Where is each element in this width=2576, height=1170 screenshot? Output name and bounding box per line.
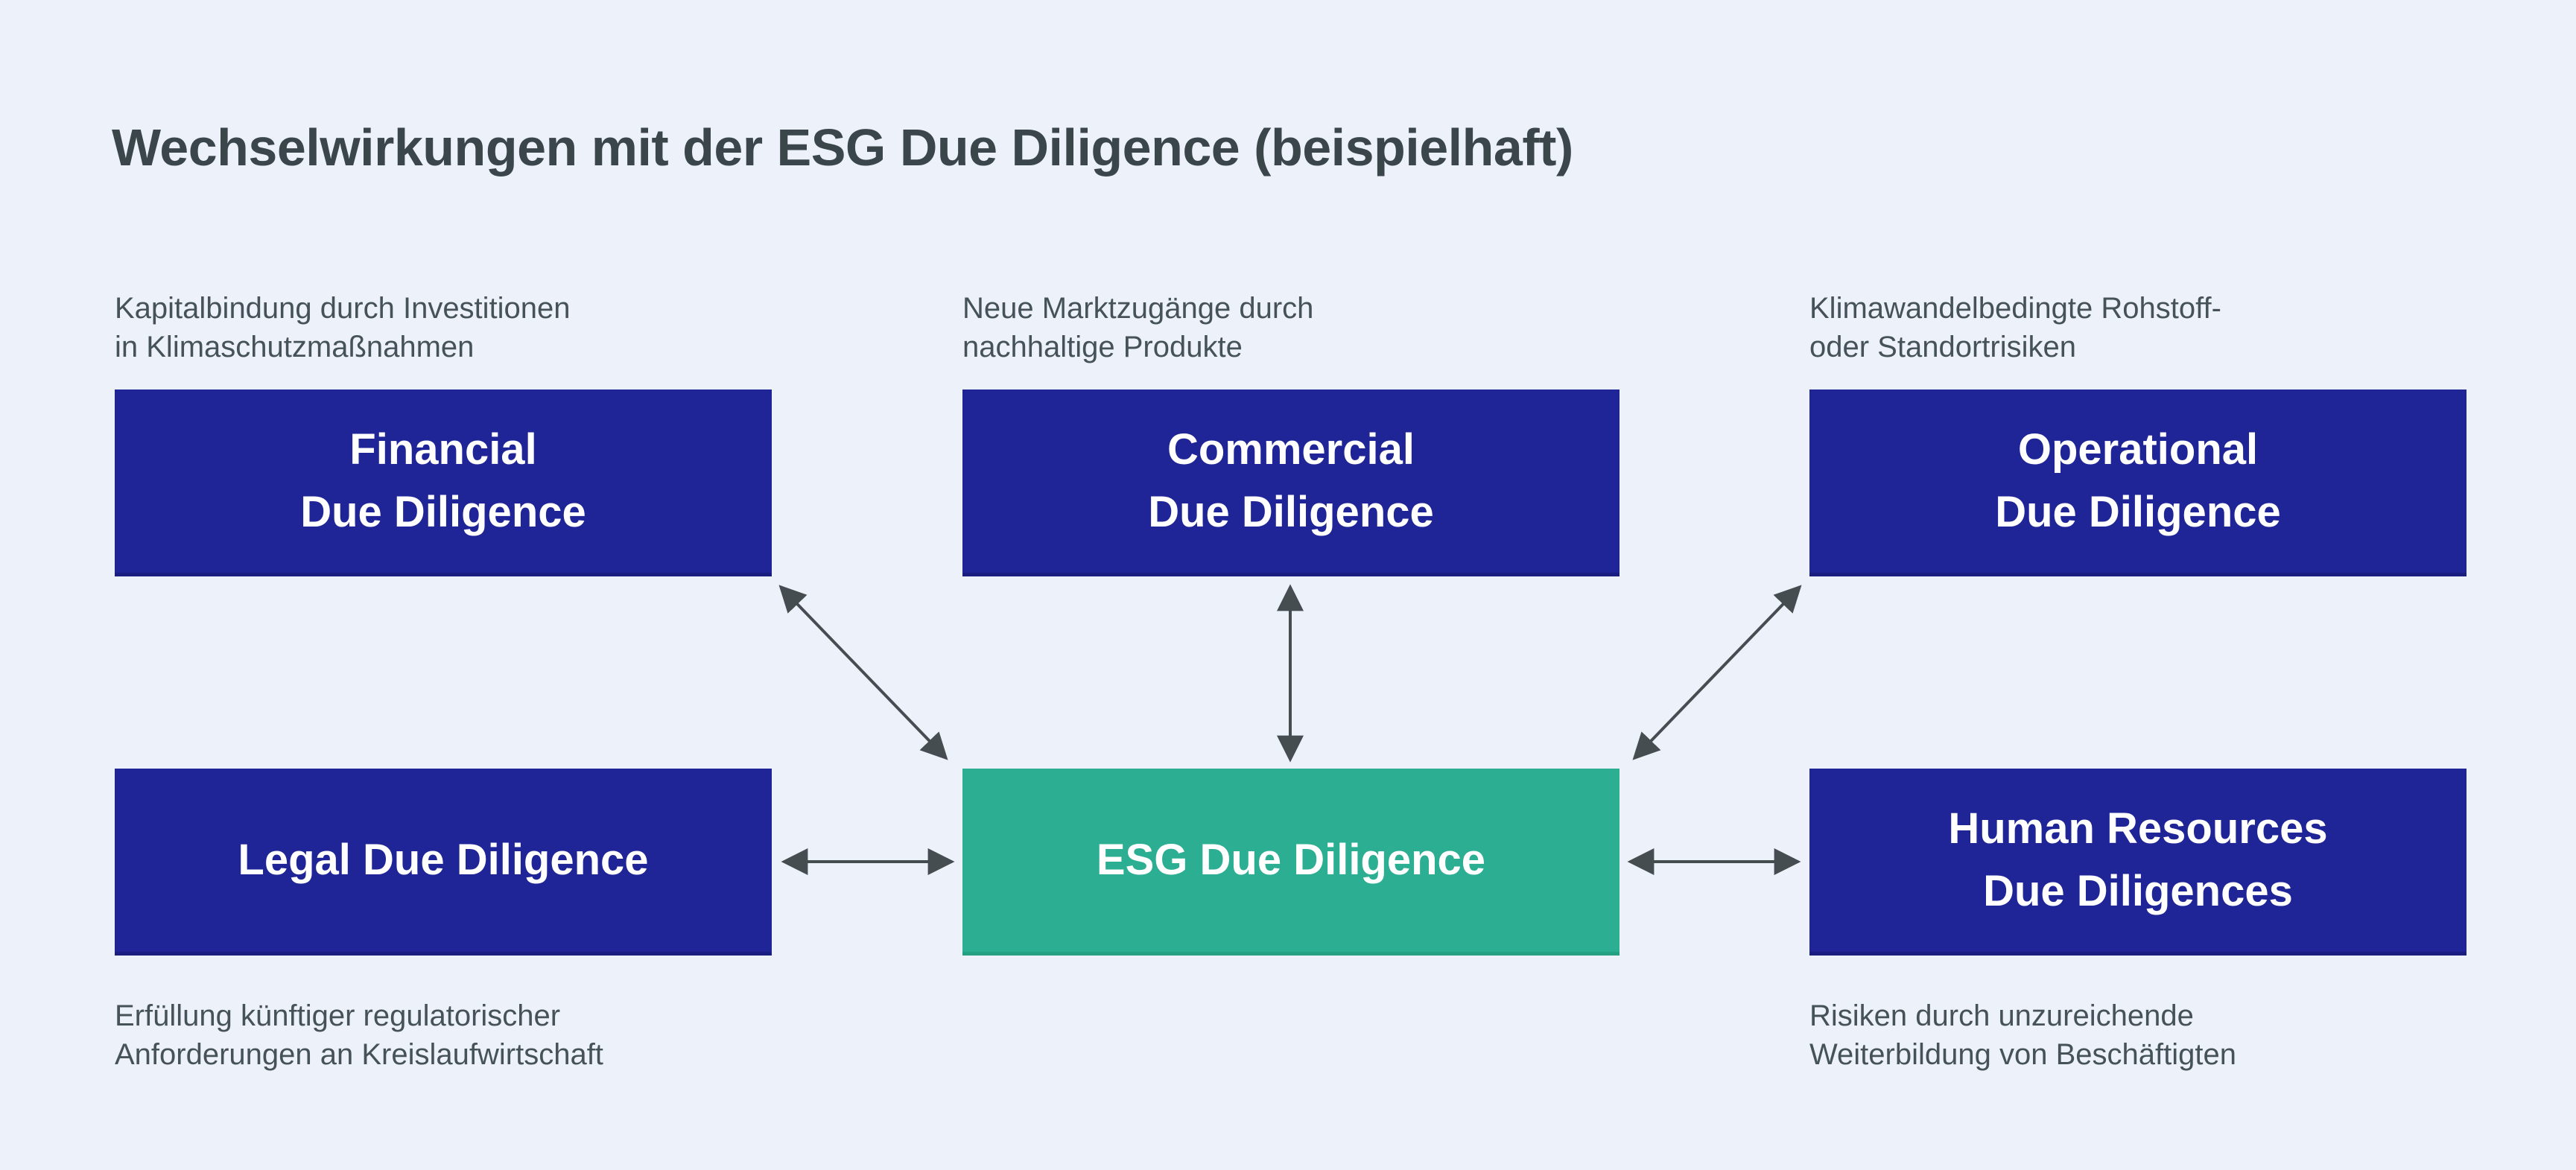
annotation-financial: Kapitalbindung durch Investitionen in Kl… [115,292,571,363]
box-financial-due-diligence: Financial Due Diligence [115,390,772,576]
annotation-operational: Klimawandelbedingte Rohstoff- oder Stand… [1809,292,2221,363]
box-legal-due-diligence: Legal Due Diligence [115,769,772,956]
box-financial-label: Financial Due Diligence [300,425,586,536]
annotation-human-resources: Risiken durch unzureichende Weiterbildun… [1809,999,2236,1071]
arrow-financial-esg [778,585,948,760]
diagram-title: Wechselwirkungen mit der ESG Due Diligen… [112,118,1573,177]
box-commercial-label: Commercial Due Diligence [1148,425,1434,536]
box-human-resources-label: Human Resources Due Diligences [1948,804,2328,915]
annotation-commercial: Neue Marktzugänge durch nachhaltige Prod… [962,292,1314,363]
box-esg-label: ESG Due Diligence [1096,836,1486,884]
box-human-resources-due-diligences: Human Resources Due Diligences [1809,769,2466,956]
box-operational-label: Operational Due Diligence [1995,425,2281,536]
box-legal-label: Legal Due Diligence [238,836,649,884]
box-operational-due-diligence: Operational Due Diligence [1809,390,2466,576]
annotation-legal: Erfüllung künftiger regulatorischer Anfo… [115,999,603,1071]
box-esg-due-diligence: ESG Due Diligence [962,769,1619,956]
arrow-operational-esg [1632,585,1802,760]
box-commercial-due-diligence: Commercial Due Diligence [962,390,1619,576]
